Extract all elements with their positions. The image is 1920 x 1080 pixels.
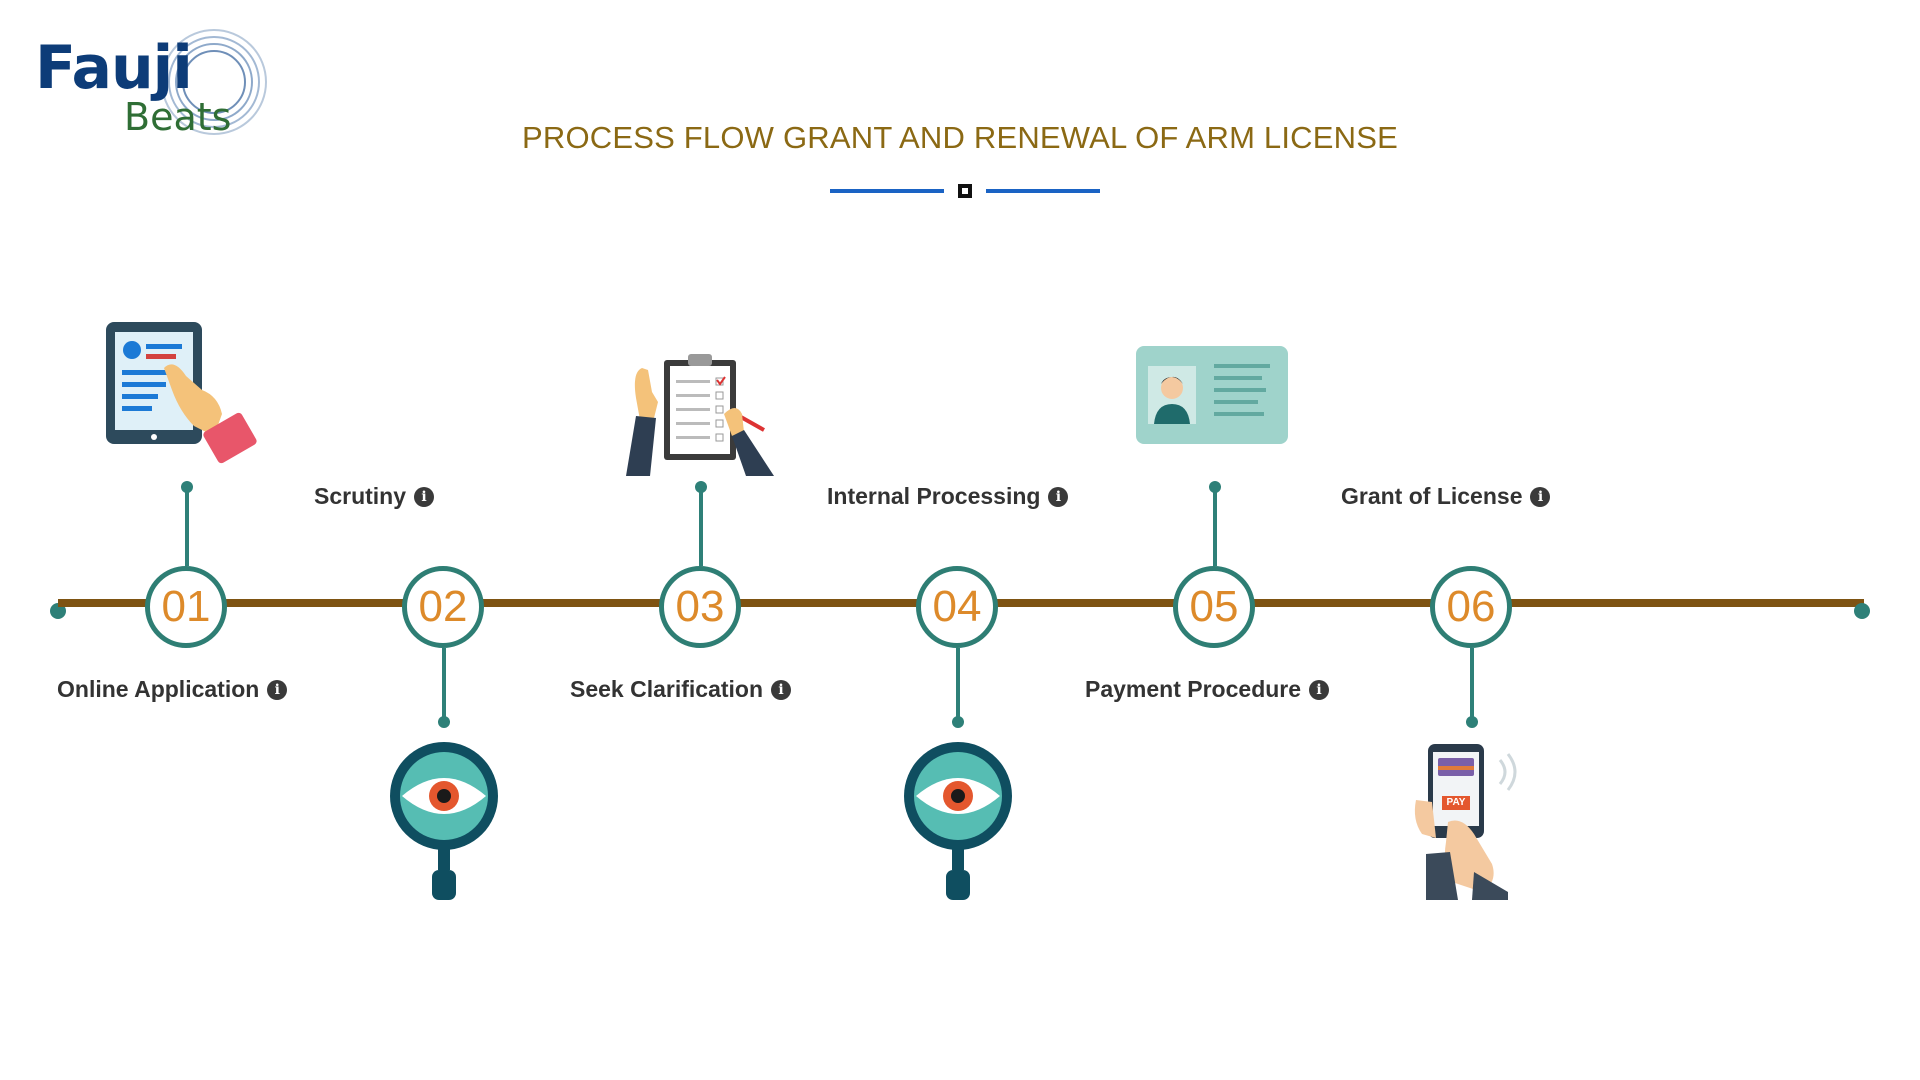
step-04-circle: 04: [916, 566, 998, 648]
logo-wordmark: Fauji: [35, 33, 193, 103]
info-icon[interactable]: i: [1048, 486, 1069, 507]
title-divider: [830, 183, 1100, 199]
step-01-connector-dot: [181, 481, 193, 493]
step-06-circle: 06: [1430, 566, 1512, 648]
step-05-connector: [1213, 486, 1217, 566]
brand-logo: Fauji Beats: [30, 26, 270, 146]
step-04-connector: [956, 648, 960, 720]
pay-badge: PAY: [1446, 797, 1466, 808]
magnifier-eye-icon: [904, 742, 1012, 900]
tablet-form-icon: [106, 322, 257, 464]
info-icon[interactable]: i: [1530, 486, 1551, 507]
info-icon[interactable]: i: [1309, 679, 1330, 700]
step-04-connector-dot: [952, 716, 964, 728]
step-05-connector-dot: [1209, 481, 1221, 493]
step-02-circle: 02: [402, 566, 484, 648]
step-03-connector: [699, 486, 703, 566]
page-title: PROCESS FLOW GRANT AND RENEWAL OF ARM LI…: [521, 120, 1398, 155]
step-02-connector: [442, 648, 446, 720]
mobile-pay-graphic: [1414, 744, 1517, 900]
logo-subtitle: Beats: [124, 95, 232, 139]
info-icon[interactable]: i: [771, 679, 792, 700]
step-05-circle: 05: [1173, 566, 1255, 648]
step-06-connector: [1470, 648, 1474, 720]
step-02-connector-dot: [438, 716, 450, 728]
magnifier-eye-icon: [390, 742, 498, 900]
timeline-start-dot: [50, 603, 66, 619]
clipboard-checklist-icon: [626, 354, 774, 476]
step-01-circle: 01: [145, 566, 227, 648]
step-03-circle: 03: [659, 566, 741, 648]
logo-rings-icon: [161, 29, 267, 135]
step-06-connector-dot: [1466, 716, 1478, 728]
timeline-end-dot: [1854, 603, 1870, 619]
info-icon[interactable]: i: [414, 486, 435, 507]
step-01-connector: [185, 486, 189, 566]
id-card-icon: [1136, 346, 1288, 444]
mobile-pay-icon: PAY: [1412, 742, 1524, 900]
divider-square-icon: [958, 184, 972, 198]
info-icon[interactable]: i: [267, 679, 288, 700]
step-03-connector-dot: [695, 481, 707, 493]
